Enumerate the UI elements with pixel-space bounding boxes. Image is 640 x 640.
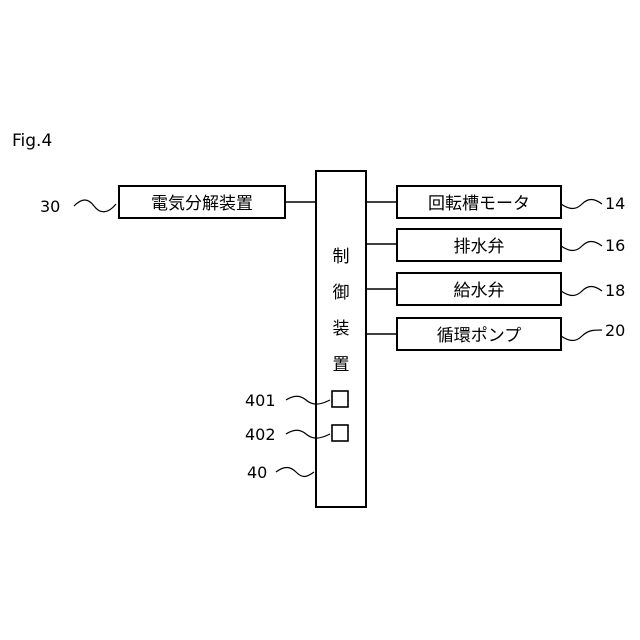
ref-leader-14 (561, 200, 602, 209)
rotating-tub-motor-label: 回転槽モータ (428, 194, 530, 214)
drain-valve-block: 排水弁 (397, 229, 561, 261)
control-device-char-3: 装 (333, 319, 350, 339)
electrolysis-device-label: 電気分解装置 (151, 194, 253, 214)
control-device-block: 制 御 装 置 (316, 171, 366, 507)
indicator-402-square (332, 425, 348, 441)
ref-leader-40 (276, 468, 314, 477)
water-supply-valve-label: 給水弁 (454, 281, 505, 301)
ref-number-20: 20 (605, 321, 625, 340)
rotating-tub-motor-block: 回転槽モータ (397, 186, 561, 218)
water-supply-valve-block: 給水弁 (397, 273, 561, 305)
ref-leader-18 (561, 287, 602, 296)
ref-number-14: 14 (605, 194, 625, 213)
ref-number-30: 30 (40, 197, 60, 216)
circulation-pump-label: 循環ポンプ (437, 326, 522, 346)
drain-valve-label: 排水弁 (454, 237, 505, 257)
electrolysis-device-block: 電気分解装置 (119, 186, 285, 218)
control-device-char-2: 御 (333, 283, 350, 303)
ref-leader-16 (561, 242, 602, 251)
control-device-char-4: 置 (333, 355, 350, 375)
control-device-char-1: 制 (333, 247, 350, 267)
circulation-pump-block: 循環ポンプ (397, 318, 561, 350)
ref-leader-20 (561, 330, 602, 341)
ref-number-40: 40 (247, 463, 267, 482)
control-device-box (316, 171, 366, 507)
ref-leader-30 (74, 200, 116, 212)
ref-number-16: 16 (605, 236, 625, 255)
indicator-401-square (332, 391, 348, 407)
ref-number-18: 18 (605, 281, 625, 300)
ref-number-402: 402 (245, 425, 276, 444)
figure-label: Fig.4 (12, 131, 52, 151)
ref-number-401: 401 (245, 391, 276, 410)
